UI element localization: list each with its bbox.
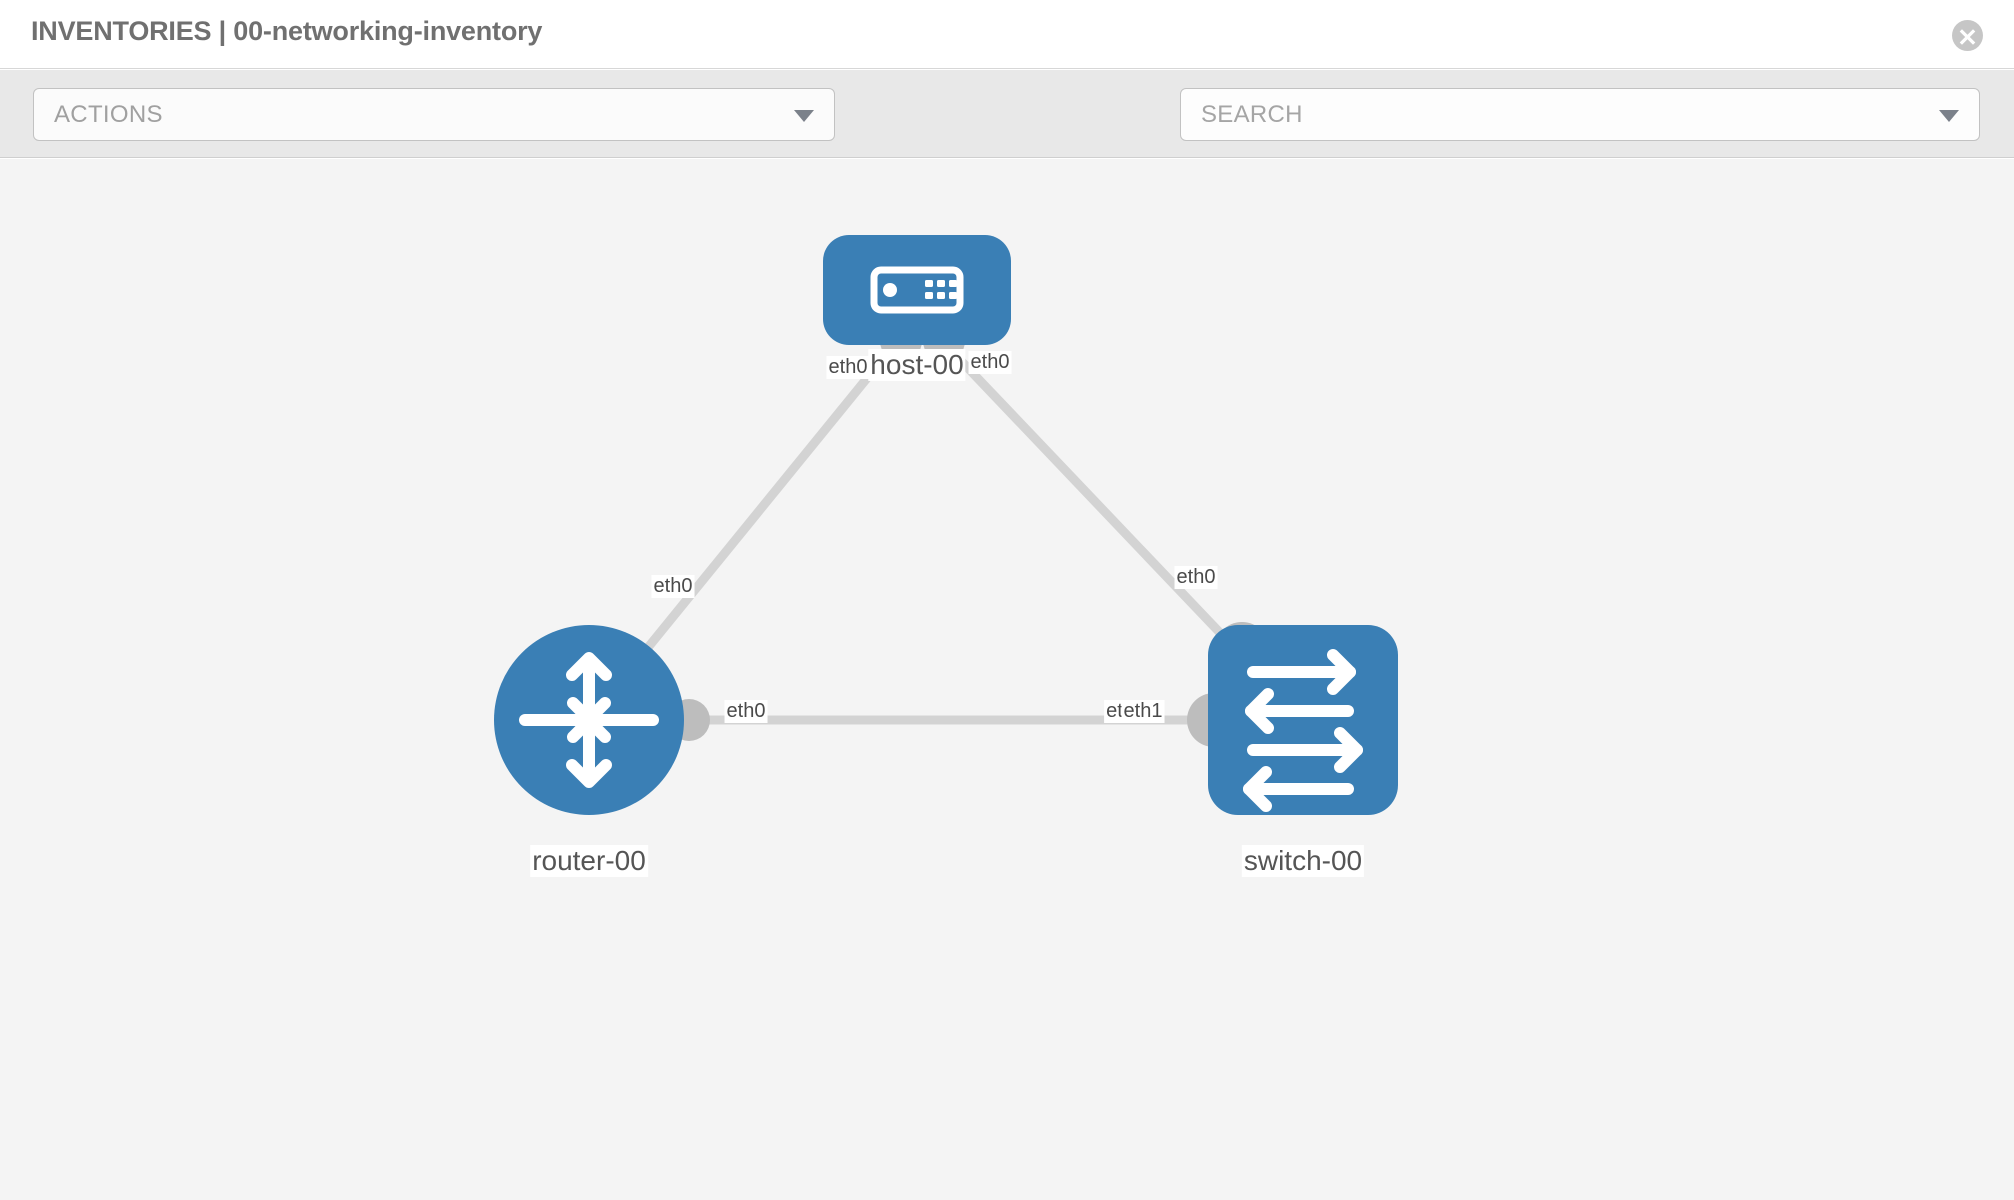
topology-interfaces [668,235,1269,747]
iface-label: eth0 [826,356,870,379]
node-label-switch00: switch-00 [1241,845,1365,877]
server-icon [870,266,964,314]
search-input[interactable]: SEARCH [1180,88,1980,141]
iface-label: eth0 [968,351,1012,374]
server-icon-details [883,280,957,299]
page-header: INVENTORIES | 00-networking-inventory [0,0,2014,69]
toolbar: ACTIONS SEARCH [0,70,2014,200]
node-router00 [494,625,684,815]
iface-label: eth0 [724,700,768,723]
switch-icon [1243,649,1363,812]
iface-label: eth0 [651,575,695,598]
iface-label: eth0 [1174,566,1218,589]
node-label-host00: host-00 [868,349,966,381]
iface-label: eth1 [1121,700,1165,723]
router-icon [519,652,659,788]
node-switch00 [1208,625,1398,815]
page-title: INVENTORIES | 00-networking-inventory [31,16,543,46]
chevron-down-icon[interactable] [1939,110,1959,122]
search-placeholder: SEARCH [1201,101,1303,128]
node-label-router00: router-00 [530,845,648,877]
actions-dropdown[interactable]: ACTIONS [33,88,835,141]
topology-canvas[interactable]: eth0 eth0 eth0 eth0 eth0 eth eth1 host-0… [0,159,2014,1200]
node-host00 [870,266,964,314]
chevron-down-icon [794,110,814,122]
actions-dropdown-label: ACTIONS [54,101,163,128]
close-icon[interactable] [1952,20,1983,51]
node-host00-body [823,235,1011,345]
topology-edges [585,341,1307,725]
topology-graph [494,235,1398,815]
